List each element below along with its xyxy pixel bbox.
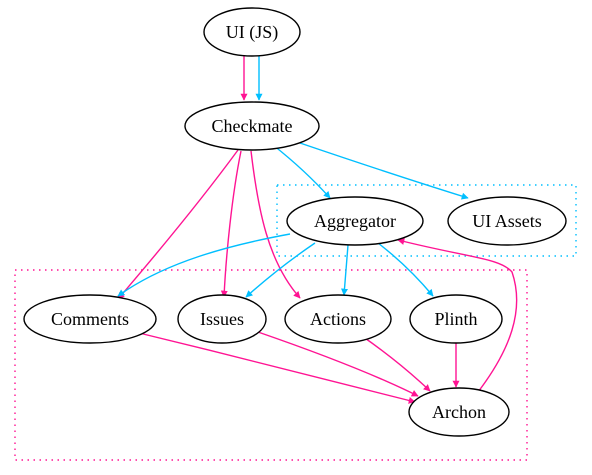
edge-aggregator-issues xyxy=(245,242,316,298)
node-aggregator[interactable]: Aggregator xyxy=(286,196,424,246)
node-ui-assets[interactable]: UI Assets xyxy=(447,196,567,246)
node-issues[interactable]: Issues xyxy=(177,294,267,344)
edge-archon-aggregator xyxy=(397,238,518,393)
node-plinth[interactable]: Plinth xyxy=(409,294,503,344)
edge-checkmate-comments xyxy=(117,149,239,300)
edge-checkmate-aggregator xyxy=(272,144,331,199)
node-archon-label: Archon xyxy=(432,402,486,422)
node-comments-label: Comments xyxy=(51,309,129,329)
node-aggregator-label: Aggregator xyxy=(314,211,396,231)
node-actions-label: Actions xyxy=(310,309,366,329)
edge-aggregator-comments xyxy=(117,233,291,297)
node-plinth-label: Plinth xyxy=(434,309,477,329)
node-checkmate-label: Checkmate xyxy=(212,116,293,136)
node-checkmate[interactable]: Checkmate xyxy=(184,101,320,151)
node-ui-js-label: UI (JS) xyxy=(226,22,279,43)
edge-actions-archon xyxy=(361,335,431,392)
edge-checkmate-actions xyxy=(250,150,301,299)
edge-checkmate-uiassets xyxy=(299,142,469,200)
edge-comments-archon xyxy=(134,331,416,404)
node-archon[interactable]: Archon xyxy=(408,387,510,437)
node-issues-label: Issues xyxy=(200,309,244,329)
edge-aggregator-plinth xyxy=(377,242,434,297)
edges xyxy=(117,56,518,404)
edge-issues-archon xyxy=(257,331,419,397)
backend-cluster xyxy=(14,269,528,461)
node-ui-assets-label: UI Assets xyxy=(472,211,542,231)
edge-aggregator-actions xyxy=(341,244,349,296)
edge-checkmate-issues xyxy=(220,150,242,298)
node-actions[interactable]: Actions xyxy=(284,294,392,344)
node-ui-js[interactable]: UI (JS) xyxy=(203,7,301,57)
node-comments[interactable]: Comments xyxy=(23,294,157,344)
